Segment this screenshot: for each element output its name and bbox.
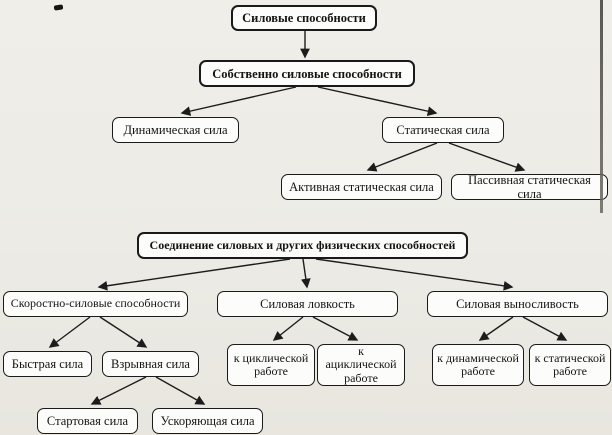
- node-dynamic-work: к динамической работе: [432, 344, 524, 386]
- edge-static-to-active-static: [366, 142, 438, 172]
- edge-strength-agility-to-cyclic-work: [272, 316, 304, 341]
- node-passive-static-strength: Пассивная статическая сила: [451, 173, 608, 201]
- edge-speed-strength-to-explosive-strength: [99, 316, 148, 348]
- node-strength-endurance: Силовая выносливость: [427, 291, 608, 317]
- edge-strength-endurance-to-static-work: [522, 316, 568, 341]
- node-dynamic-strength: Динамическая сила: [112, 117, 239, 143]
- node-combination-abilities: Соединение силовых и других физических с…: [137, 232, 468, 259]
- edge-speed-strength-to-fast-strength: [48, 316, 91, 348]
- node-starting-strength: Стартовая сила: [37, 408, 138, 434]
- node-explosive-strength: Взрывная сила: [102, 351, 199, 377]
- edge-static-to-passive-static: [448, 142, 526, 172]
- node-fast-strength: Быстрая сила: [3, 351, 92, 377]
- node-acyclic-work: к ациклической работе: [317, 344, 405, 386]
- node-strength-agility: Силовая ловкость: [217, 291, 398, 317]
- scan-artifact-right-edge: [600, 0, 603, 213]
- edge-combination-to-speed-strength: [97, 258, 291, 291]
- node-static-strength: Статическая сила: [382, 117, 504, 143]
- node-strength-abilities: Силовые способности: [231, 5, 377, 31]
- edge-proper-to-dynamic: [180, 86, 297, 116]
- node-proper-strength-abilities: Собственно силовые способности: [199, 60, 415, 87]
- edge-proper-to-static: [317, 86, 438, 116]
- edge-explosive-to-accelerating-strength: [155, 376, 206, 405]
- node-static-work: к статической работе: [529, 344, 611, 386]
- edge-strength-endurance-to-dynamic-work: [478, 316, 514, 341]
- edge-combination-to-strength-endurance: [315, 258, 514, 291]
- edge-combination-to-strength-agility: [300, 258, 311, 289]
- node-speed-strength-abilities: Скоростно-силовые способности: [3, 291, 188, 317]
- node-cyclic-work: к циклической работе: [227, 344, 315, 386]
- node-active-static-strength: Активная статическая сила: [281, 174, 442, 200]
- edge-strength-agility-to-acyclic-work: [312, 316, 359, 341]
- edge-explosive-to-starting-strength: [90, 376, 147, 405]
- node-accelerating-strength: Ускоряющая сила: [152, 408, 263, 434]
